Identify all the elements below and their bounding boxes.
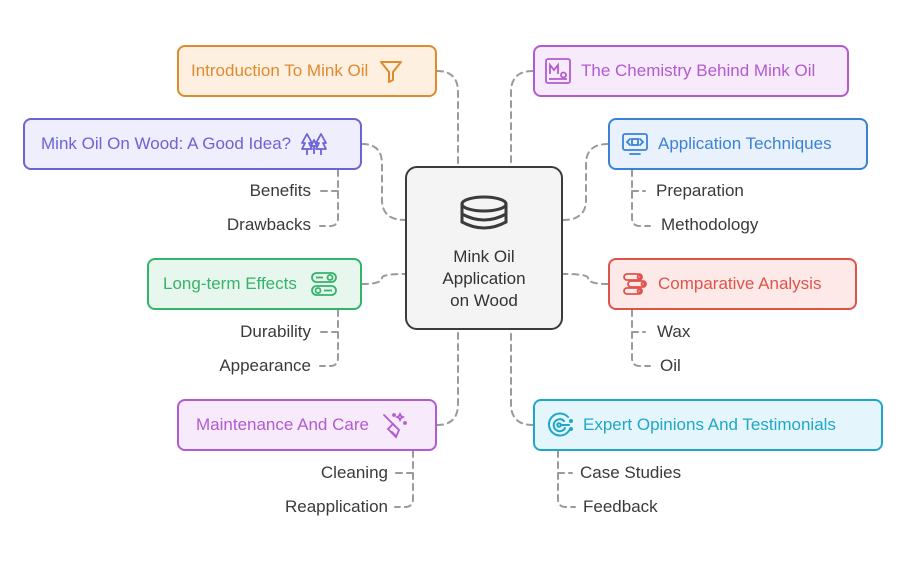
connector-sub-comparative xyxy=(631,309,651,367)
central-topic[interactable]: Mink Oil Application on Wood xyxy=(405,166,563,330)
subtopic-oil[interactable]: Oil xyxy=(660,356,681,375)
central-topic-title: Mink Oil Application on Wood xyxy=(442,247,526,310)
topic-comparative[interactable]: Comparative Analysis xyxy=(608,258,857,310)
subtopic-cleaning[interactable]: Cleaning xyxy=(320,463,388,482)
topic-long-term-label: Long-term Effects xyxy=(163,274,297,293)
connector-maintenance xyxy=(436,329,459,426)
subtopic-case-studies[interactable]: Case Studies xyxy=(580,463,682,482)
connector-sub-maintenance xyxy=(394,450,414,508)
element-icon xyxy=(543,56,573,86)
connector-application xyxy=(562,143,609,221)
connector-chemistry xyxy=(510,70,534,167)
connector-comparative xyxy=(562,273,609,285)
topic-comparative-label: Comparative Analysis xyxy=(658,274,822,293)
monitor-code-icon xyxy=(620,129,650,159)
target-icon xyxy=(545,410,575,440)
connector-long-term xyxy=(361,273,406,285)
subtopic-methodology[interactable]: Methodology xyxy=(661,215,759,234)
topic-maintenance-label: Maintenance And Care xyxy=(196,415,369,434)
topic-chemistry-label: The Chemistry Behind Mink Oil xyxy=(581,61,816,80)
connector-good-idea xyxy=(361,143,406,221)
topic-introduction[interactable]: Introduction To Mink Oil xyxy=(177,45,437,97)
topic-application-label: Application Techniques xyxy=(658,134,832,153)
topic-expert-label: Expert Opinions And Testimonials xyxy=(583,415,836,434)
logs-icon xyxy=(620,269,650,299)
topic-chemistry[interactable]: The Chemistry Behind Mink Oil xyxy=(533,45,849,97)
connector-expert xyxy=(510,329,534,426)
topic-introduction-label: Introduction To Mink Oil xyxy=(191,61,369,80)
bowl-icon xyxy=(460,195,508,230)
topic-good-idea-label: Mink Oil On Wood: A Good Idea? xyxy=(41,134,292,153)
subtopic-drawbacks[interactable]: Drawbacks xyxy=(226,215,311,234)
topic-expert[interactable]: Expert Opinions And Testimonials xyxy=(533,399,883,451)
connector-sub-application xyxy=(631,169,651,227)
subtopic-durability[interactable]: Durability xyxy=(240,322,311,341)
broom-icon xyxy=(379,410,409,440)
topic-maintenance[interactable]: Maintenance And Care xyxy=(177,399,437,451)
subtopic-preparation[interactable]: Preparation xyxy=(656,181,744,200)
subtopic-feedback[interactable]: Feedback xyxy=(583,497,658,516)
trees-icon xyxy=(299,129,329,159)
subtopic-reapplication[interactable]: Reapplication xyxy=(284,497,388,516)
subtopic-wax[interactable]: Wax xyxy=(657,322,691,341)
funnel-icon xyxy=(376,56,406,86)
topic-long-term[interactable]: Long-term Effects xyxy=(147,258,362,310)
subtopic-appearance[interactable]: Appearance xyxy=(219,356,311,375)
subtopic-benefits[interactable]: Benefits xyxy=(249,181,311,200)
connector-sub-expert xyxy=(557,450,576,508)
topic-application[interactable]: Application Techniques xyxy=(608,118,868,170)
toggle-list-icon xyxy=(309,269,339,299)
connector-sub-long-term xyxy=(319,309,339,367)
connector-sub-good-idea xyxy=(319,169,339,227)
topic-good-idea[interactable]: Mink Oil On Wood: A Good Idea? xyxy=(23,118,362,170)
connector-introduction xyxy=(436,70,459,167)
